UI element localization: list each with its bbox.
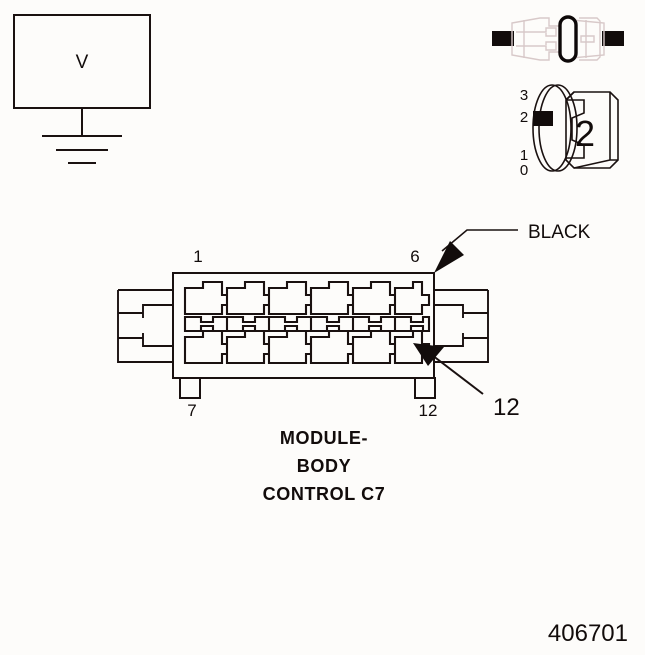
cavity-row-bottom bbox=[183, 329, 431, 365]
cavity-11 bbox=[351, 329, 399, 365]
black-arrowhead-icon bbox=[434, 241, 464, 273]
cavity-6 bbox=[393, 280, 431, 316]
cavity-7 bbox=[183, 329, 231, 365]
inline-connector-symbol bbox=[492, 15, 624, 63]
cavity-9 bbox=[267, 329, 315, 365]
cavity-row-top bbox=[183, 280, 431, 316]
voltmeter-symbol: V bbox=[13, 14, 151, 164]
connector-male-half bbox=[511, 17, 567, 61]
lock-tab-row bbox=[183, 315, 431, 333]
lock-tab-3 bbox=[267, 315, 315, 333]
cavity-4 bbox=[309, 280, 357, 316]
dial-value: 2 bbox=[575, 113, 595, 154]
dial-selector-symbol: 3 2 1 0 2 bbox=[520, 84, 619, 179]
figure-number: 406701 bbox=[548, 620, 628, 647]
latch-left bbox=[117, 289, 173, 363]
connector-lead-right bbox=[602, 31, 624, 46]
pin12-arrowhead-icon bbox=[413, 343, 444, 366]
pin-label-7: 7 bbox=[187, 401, 196, 420]
module-connector: 1 6 bbox=[117, 247, 489, 420]
dial-scale-1: 1 bbox=[520, 147, 528, 164]
cavity-3 bbox=[267, 280, 315, 316]
dial-body-edges bbox=[565, 91, 618, 169]
lock-tab-1 bbox=[183, 315, 231, 333]
dial-scale-3: 3 bbox=[520, 87, 528, 104]
connector-name-line-1: MODULE- bbox=[280, 428, 368, 448]
dial-scale-2: 2 bbox=[520, 109, 528, 126]
pin12-callout-label: 12 bbox=[493, 394, 520, 421]
dial-ring-inner bbox=[538, 84, 578, 172]
dial-marker bbox=[533, 111, 553, 126]
lock-tab-4 bbox=[309, 315, 357, 333]
dial-ring-outer bbox=[532, 84, 572, 172]
cavity-8 bbox=[225, 329, 273, 365]
cavity-5 bbox=[351, 280, 399, 316]
connector-name-line-2: BODY bbox=[297, 456, 351, 476]
dial-body-notch bbox=[566, 99, 585, 159]
latch-right bbox=[434, 289, 489, 363]
black-label: BLACK bbox=[528, 222, 591, 243]
connector-name-line-3: CONTROL C7 bbox=[263, 484, 386, 504]
cavity-1 bbox=[183, 280, 231, 316]
lock-tab-5 bbox=[351, 315, 399, 333]
pin-label-1: 1 bbox=[193, 247, 202, 266]
pin12-arrow-shaft bbox=[427, 351, 484, 395]
pin-label-12: 12 bbox=[419, 401, 438, 420]
voltmeter-letter: V bbox=[76, 52, 89, 73]
lock-tab-2 bbox=[225, 315, 273, 333]
pin12-callout: 12 bbox=[413, 343, 520, 421]
connector-lead-left bbox=[492, 31, 514, 46]
cavity-10 bbox=[309, 329, 357, 365]
connector-name-block: MODULE- BODY CONTROL C7 bbox=[263, 428, 386, 504]
connector-seal bbox=[558, 15, 578, 63]
pin-label-6: 6 bbox=[410, 247, 419, 266]
mount-tab-left bbox=[179, 377, 201, 399]
chassis-ground-icon bbox=[42, 108, 122, 164]
mount-tab-right bbox=[414, 377, 436, 399]
cavity-12 bbox=[393, 329, 431, 365]
lock-tab-6 bbox=[393, 315, 431, 333]
black-color-callout: BLACK bbox=[434, 222, 591, 273]
dial-scale-0: 0 bbox=[520, 162, 528, 179]
cavity-2 bbox=[225, 280, 273, 316]
